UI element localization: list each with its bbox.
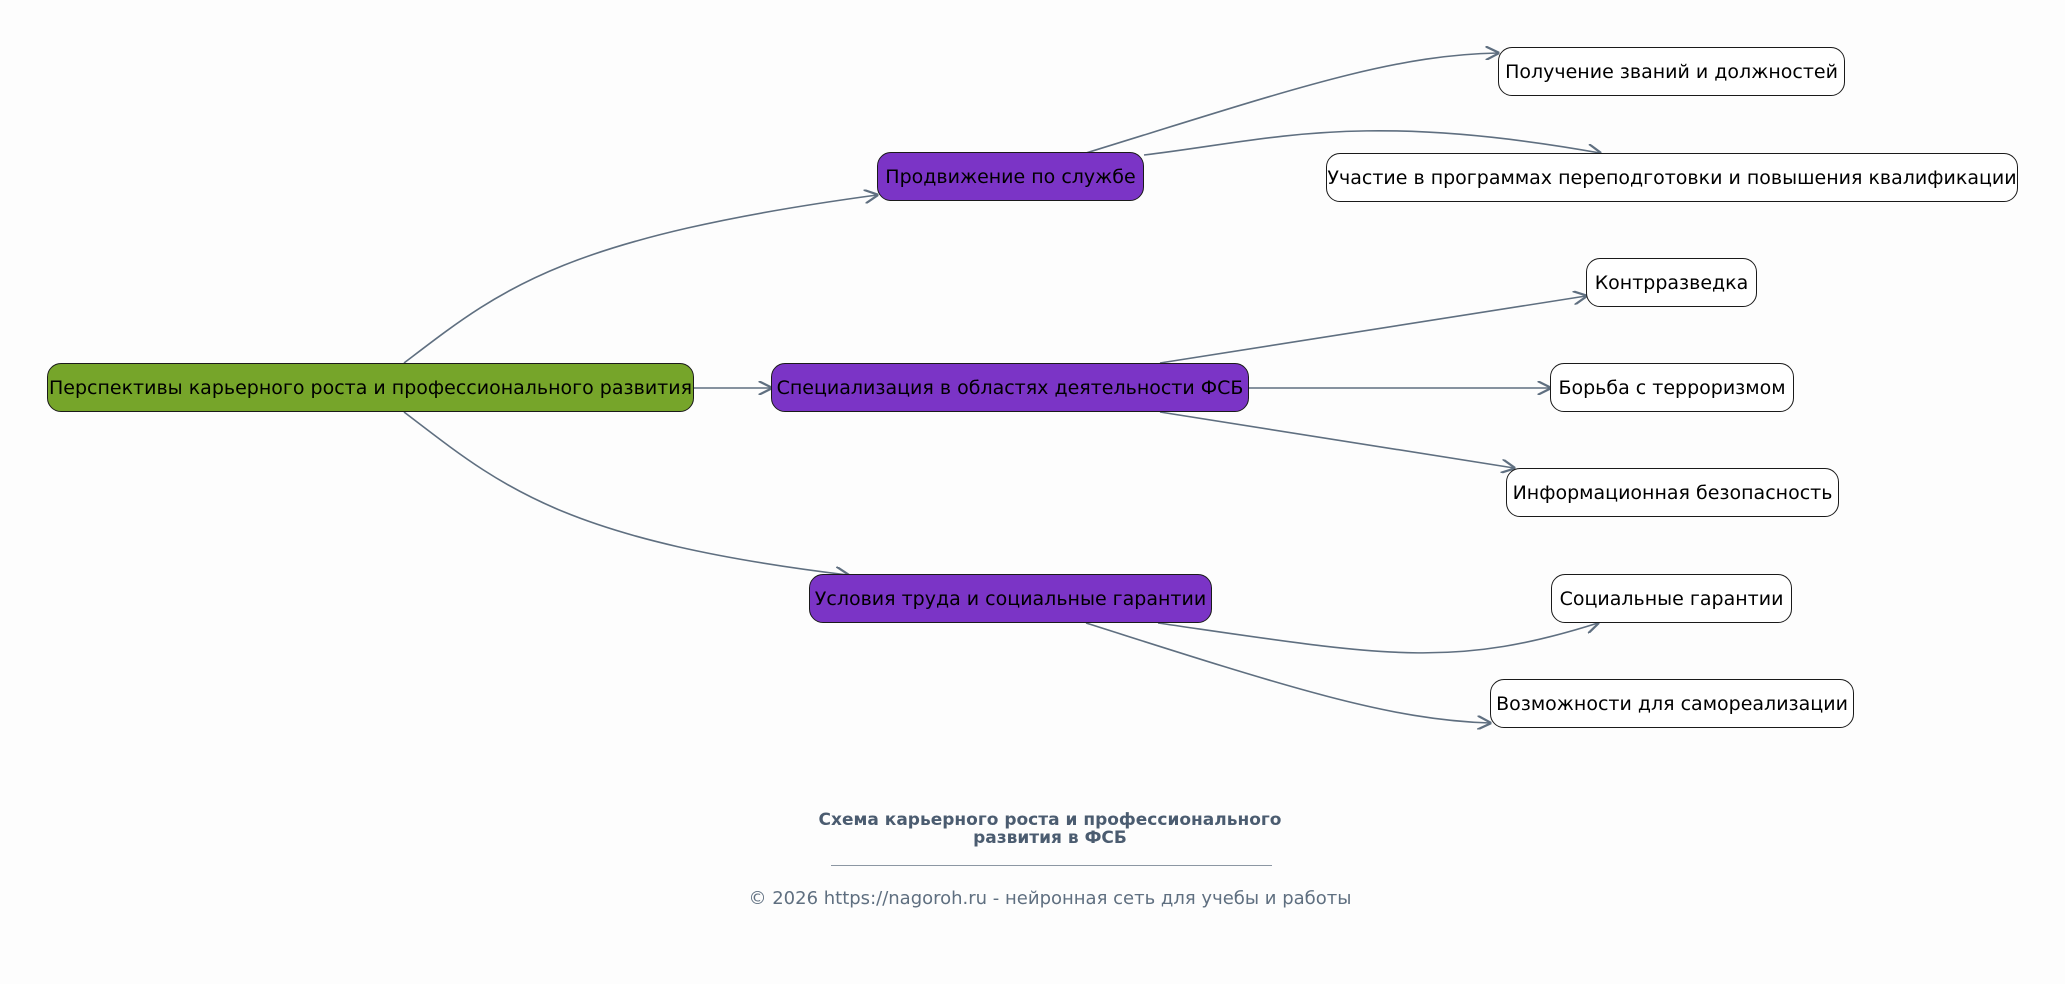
- leaf-retraining-programs: Участие в программах переподготовки и по…: [1326, 153, 2018, 202]
- leaf-social-guarantees: Социальные гарантии: [1551, 574, 1792, 623]
- edge-specialization-to-infosec: [1159, 411, 1514, 468]
- root-node: Перспективы карьерного роста и профессио…: [47, 363, 694, 412]
- leaf-information-security: Информационная безопасность: [1506, 468, 1839, 517]
- edge-conditions-to-social-guarantees: [1157, 623, 1598, 654]
- edge-conditions-to-self-realization: [1085, 622, 1490, 723]
- edge-specialization-to-counterintelligence: [1159, 296, 1586, 364]
- leaf-counterterrorism: Борьба с терроризмом: [1550, 363, 1794, 412]
- edge-promotion-to-ranks: [1085, 53, 1498, 154]
- edge-root-to-work-conditions: [403, 411, 848, 575]
- leaf-self-realization: Возможности для самореализации: [1490, 679, 1854, 728]
- diagram-title: Схема карьерного роста и профессионально…: [780, 811, 1320, 847]
- edge-promotion-to-retraining: [1143, 130, 1600, 155]
- title-divider: [831, 865, 1272, 866]
- leaf-counterintelligence: Контрразведка: [1586, 258, 1757, 307]
- edge-root-to-career-promotion: [403, 195, 877, 364]
- branch-specialization: Специализация в областях деятельности ФС…: [771, 363, 1249, 412]
- copyright-credit: © 2026 https://nagoroh.ru - нейронная се…: [748, 888, 1352, 909]
- branch-career-promotion: Продвижение по службе: [877, 152, 1144, 201]
- diagram-title-line-2: развития в ФСБ: [973, 828, 1127, 848]
- diagram-title-line-1: Схема карьерного роста и профессионально…: [818, 810, 1282, 830]
- branch-work-conditions: Условия труда и социальные гарантии: [809, 574, 1212, 623]
- leaf-ranks-and-positions: Получение званий и должностей: [1498, 47, 1845, 96]
